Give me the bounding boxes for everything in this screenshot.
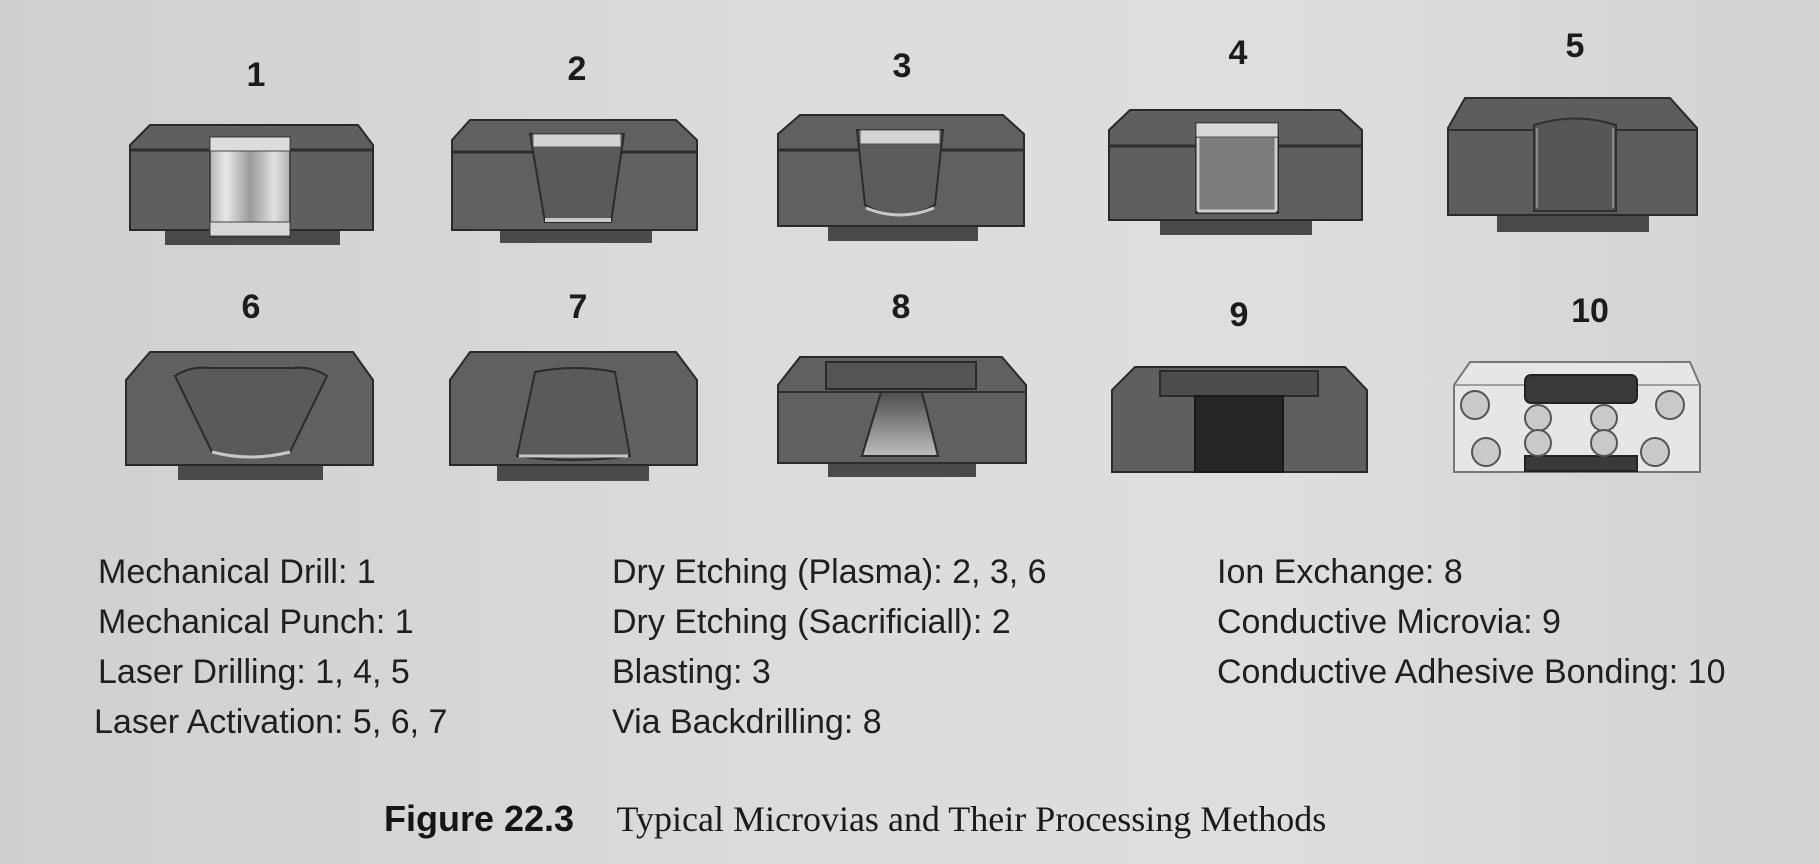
legend-column-2: Dry Etching (Plasma): 2, 3, 6 Dry Etchin…: [612, 547, 1047, 747]
legend-item-dry-etching-sacrificial: Dry Etching (Sacrificiall): 2: [612, 603, 1011, 641]
legend-column-1: Mechanical Drill: 1 Mechanical Punch: 1 …: [94, 547, 447, 747]
via-number-7: 7: [569, 288, 588, 326]
legend-item-blasting: Blasting: 3: [612, 653, 771, 691]
via-number-8: 8: [892, 288, 911, 326]
via-5-illustration: [1447, 97, 1698, 232]
via-3-illustration: [777, 114, 1025, 241]
via-number-10: 10: [1571, 292, 1609, 330]
via-4-illustration: [1108, 109, 1363, 235]
legend-item-laser-activation: Laser Activation: 5, 6, 7: [94, 703, 448, 741]
via-number-4: 4: [1229, 34, 1248, 72]
via-7-illustration: [449, 351, 698, 481]
figure-caption: Figure 22.3 Typical Microvias and Their …: [384, 798, 1326, 840]
via-number-5: 5: [1566, 27, 1585, 65]
legend-item-conductive-microvia: Conductive Microvia: 9: [1217, 603, 1561, 641]
via-number-9: 9: [1230, 296, 1249, 334]
legend-item-mechanical-drill: Mechanical Drill: 1: [98, 553, 376, 591]
legend-column-3: Ion Exchange: 8 Conductive Microvia: 9 C…: [1217, 547, 1725, 697]
via-10-illustration: [1453, 361, 1701, 473]
legend-item-laser-drilling: Laser Drilling: 1, 4, 5: [98, 653, 410, 691]
figure-caption-title: Typical Microvias and Their Processing M…: [616, 799, 1327, 839]
via-number-1: 1: [247, 56, 266, 94]
figure-caption-label: Figure 22.3: [384, 798, 575, 839]
via-6-illustration: [125, 351, 374, 480]
via-9-illustration: [1111, 366, 1368, 473]
via-2-illustration: [451, 119, 698, 243]
legend-item-ion-exchange: Ion Exchange: 8: [1217, 553, 1463, 591]
via-8-illustration: [777, 356, 1027, 477]
via-number-6: 6: [242, 288, 261, 326]
via-1-illustration: [129, 124, 374, 245]
legend-item-mechanical-punch: Mechanical Punch: 1: [98, 603, 414, 641]
via-number-2: 2: [568, 50, 587, 88]
via-number-3: 3: [893, 47, 912, 85]
legend-item-via-backdrilling: Via Backdrilling: 8: [612, 703, 882, 741]
legend-item-dry-etching-plasma: Dry Etching (Plasma): 2, 3, 6: [612, 553, 1047, 591]
legend-item-conductive-adhesive-bonding: Conductive Adhesive Bonding: 10: [1217, 653, 1726, 691]
